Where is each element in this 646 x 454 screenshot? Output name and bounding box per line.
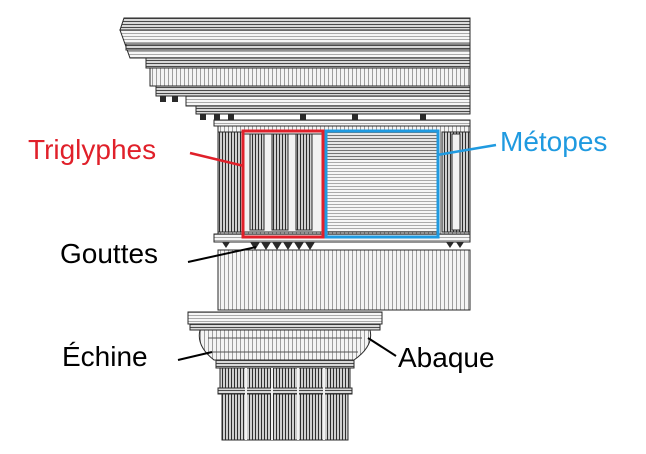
metopes-label: Métopes [500,126,608,157]
triglyph [243,131,323,233]
gouttes-leader [187,246,257,263]
metopes-leader [436,143,497,157]
abaque-label: Abaque [398,342,495,373]
architrave [217,249,471,311]
column-shaft [215,359,355,441]
triglyphes-leader [189,151,245,168]
abacus [187,311,383,331]
metope [325,131,439,233]
frieze [217,125,471,237]
cornice [119,17,471,127]
abaque-leader [367,337,397,357]
triglyphes-highlight-box [241,129,325,239]
gouttes-label: Gouttes [60,238,159,269]
echine-leader [177,351,213,361]
metopes-highlight-box [324,129,440,239]
echine-label: Échine [62,341,148,372]
triglyphes-label: Triglyphes [28,134,157,165]
echinus [198,329,372,361]
